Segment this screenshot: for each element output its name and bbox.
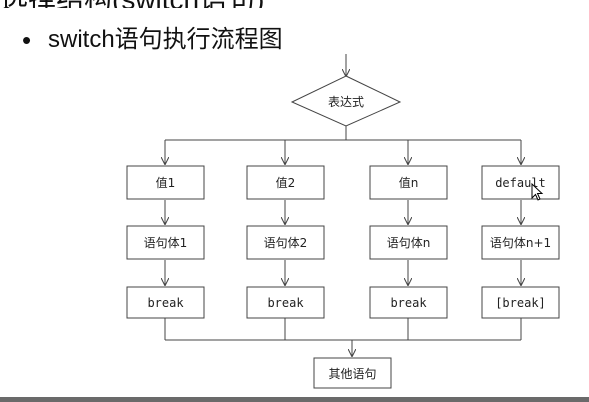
bullet-dot: •	[22, 25, 32, 55]
bottom-bar	[0, 397, 589, 402]
case-1-box	[126, 165, 205, 200]
break-2-label: break	[267, 296, 304, 310]
end-label: 其他语句	[328, 367, 376, 381]
break-n-box	[369, 286, 448, 319]
break-1-label: break	[147, 296, 184, 310]
break-default-box	[481, 286, 560, 319]
body-default-box	[481, 225, 560, 260]
mouse-cursor-icon	[531, 182, 544, 201]
case-2-label: 值2	[276, 175, 296, 190]
bullet-text: switch语句执行流程图	[48, 26, 283, 53]
body-n-box	[369, 225, 448, 260]
body-default-label: 语句体n+1	[490, 236, 551, 250]
case-1-label: 值1	[156, 175, 176, 190]
body-n-label: 语句体n	[387, 236, 431, 250]
expression-diamond	[290, 75, 402, 127]
case-n-box	[369, 165, 448, 200]
default-box	[481, 165, 560, 200]
break-default-label: [break]	[495, 296, 546, 310]
body-1-label: 语句体1	[144, 236, 188, 250]
body-1-box	[126, 225, 205, 260]
case-2-box	[246, 165, 325, 200]
break-n-label: break	[390, 296, 427, 310]
expression-label: 表达式	[328, 95, 364, 109]
slide-title: 选择结构(switch语句)	[0, 0, 589, 8]
default-label: default	[495, 176, 546, 190]
case-n-label: 值n	[399, 175, 419, 190]
end-box	[313, 357, 392, 389]
body-2-label: 语句体2	[264, 236, 308, 250]
body-2-box	[246, 225, 325, 260]
break-2-box	[246, 286, 325, 319]
break-1-box	[126, 286, 205, 319]
